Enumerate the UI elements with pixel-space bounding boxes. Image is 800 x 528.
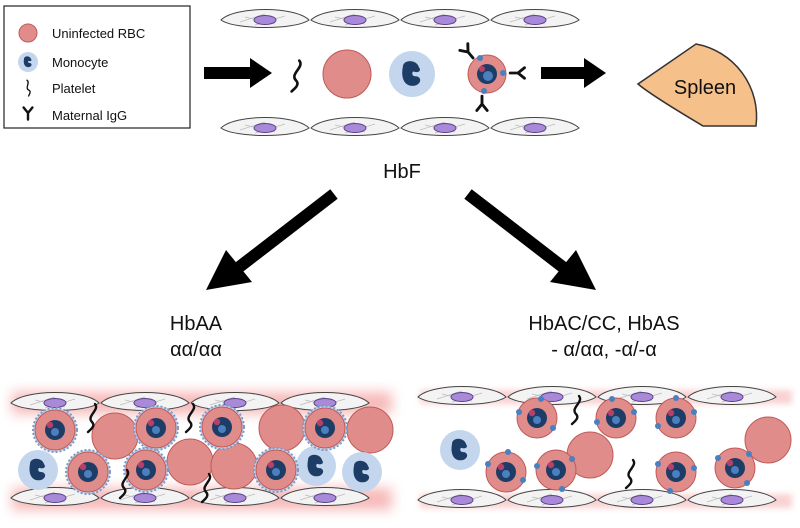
legend-label-igg: Maternal IgG (52, 108, 127, 123)
left-alpha-label: αα/αα (170, 339, 222, 361)
igg-icon (475, 94, 489, 112)
opsonized-infected-rbc (65, 449, 111, 495)
legend-label-rbc: Uninfected RBC (52, 26, 145, 41)
infected-rbc (534, 449, 577, 492)
uninfected-rbc (210, 442, 258, 490)
monocyte (18, 450, 58, 490)
legend-label-platelet: Platelet (52, 81, 96, 96)
top-monocyte (389, 51, 435, 97)
legend: Uninfected RBC Monocyte Platelet Materna… (3, 5, 191, 129)
infected-rbc (714, 447, 756, 489)
right-hb-label: HbAC/CC, HbAS (528, 313, 679, 335)
uninfected-rbc (166, 438, 214, 486)
igg-icon (458, 42, 479, 63)
top-uninfected-rbc (322, 49, 372, 99)
uninfected-rbc (346, 406, 394, 454)
spleen-icon (636, 43, 758, 127)
spleen-label: Spleen (674, 77, 736, 99)
monocyte-icon (18, 52, 38, 72)
right-vessel (417, 386, 792, 508)
monocyte (296, 446, 336, 486)
infected-rbc (655, 395, 697, 439)
rbc-icon (18, 23, 38, 43)
left-diagonal-arrow-icon (206, 189, 338, 290)
opsonized-infected-rbc (302, 405, 348, 451)
opsonized-infected-rbc (458, 42, 526, 112)
entry-arrow-icon (204, 58, 272, 88)
legend-label-monocyte: Monocyte (52, 55, 108, 70)
uninfected-rbc (744, 416, 792, 464)
opsonized-infected-rbc (32, 407, 78, 453)
igg-icon (508, 66, 526, 80)
infected-rbc (516, 396, 558, 439)
platelet (624, 458, 636, 490)
infected-rbc (655, 451, 697, 494)
monocyte (440, 430, 480, 470)
opsonized-infected-rbc (199, 404, 245, 450)
opsonized-infected-rbc (123, 447, 169, 493)
hbf-label: HbF (383, 161, 421, 183)
infected-rbc (485, 449, 527, 493)
opsonized-infected-rbc (253, 447, 299, 493)
left-vessel (10, 392, 394, 510)
exit-arrow-icon (541, 58, 606, 88)
left-hb-label: HbAA (170, 313, 223, 335)
uninfected-rbc (258, 404, 306, 452)
top-vessel-upper-wall (220, 9, 580, 28)
top-platelet (290, 59, 302, 93)
monocyte (342, 452, 382, 492)
opsonized-infected-rbc (133, 405, 179, 451)
right-diagonal-arrow-icon (464, 189, 596, 290)
top-vessel-lower-wall (220, 117, 580, 136)
uninfected-rbc (91, 412, 139, 460)
right-alpha-label: - α/αα, -α/-α (551, 339, 657, 361)
infected-rbc (594, 396, 637, 439)
